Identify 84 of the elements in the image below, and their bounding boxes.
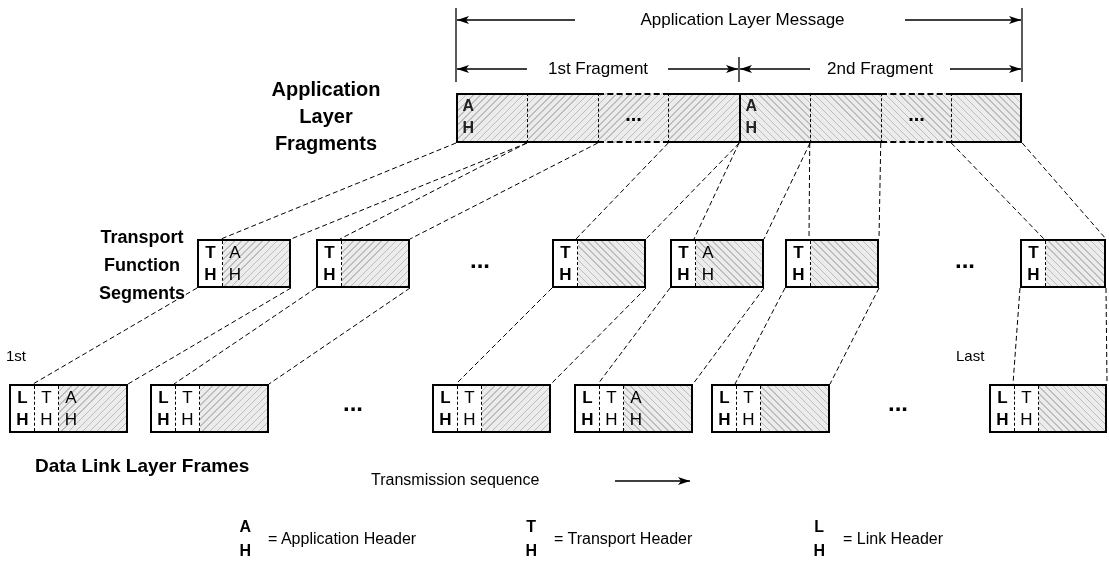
fragment-cell	[456, 93, 527, 143]
header-label: T H	[741, 386, 756, 431]
header-label: T H	[322, 241, 337, 286]
fragment-cell	[739, 93, 810, 143]
frame-box	[989, 384, 1107, 433]
projection-line	[692, 287, 765, 385]
legend-symbol: T H	[524, 517, 538, 561]
frame-box	[150, 384, 269, 433]
ellipsis-mark: ...	[907, 103, 926, 126]
fragment-cell	[880, 93, 952, 143]
projection-line	[575, 142, 669, 240]
segment-box	[670, 239, 764, 288]
header-label: T H	[1026, 241, 1041, 286]
row-title: Transport Function Segments	[98, 226, 186, 305]
header-label: T H	[462, 386, 477, 431]
projection-line	[409, 142, 599, 240]
frame-box	[9, 384, 128, 433]
fragment-cell	[809, 93, 881, 143]
projection-line	[32, 287, 198, 385]
projection-line	[268, 287, 411, 385]
dimension-label: 2nd Fragment	[826, 59, 934, 79]
row-title: Application Layer Fragments	[270, 77, 382, 156]
header-label: L H	[580, 386, 595, 431]
fragment-cell	[951, 93, 1023, 143]
fragment-cell	[526, 93, 598, 143]
frame-box	[711, 384, 830, 433]
header-label: T H	[39, 386, 54, 431]
projection-line	[550, 287, 647, 385]
header-label: T H	[558, 241, 573, 286]
legend-symbol: L H	[812, 517, 826, 561]
header-label: A H	[744, 96, 758, 138]
ellipsis-mark: ...	[887, 388, 909, 418]
header-label: T H	[203, 241, 218, 286]
ellipsis-mark: ...	[469, 245, 491, 275]
projection-line	[1021, 142, 1107, 240]
projection-line	[127, 287, 292, 385]
header-label: L H	[15, 386, 30, 431]
header-label: A H	[461, 96, 475, 138]
header-label: T H	[676, 241, 691, 286]
row-title: Data Link Layer Frames	[35, 454, 251, 478]
fragment-cell	[597, 93, 669, 143]
header-label: A H	[628, 386, 644, 431]
legend-text: = Transport Header	[554, 529, 694, 549]
order-label: Last	[956, 346, 986, 366]
header-label: L H	[156, 386, 171, 431]
header-label: A H	[63, 386, 79, 431]
direction-label: Transmission sequence	[371, 470, 541, 490]
segment-box	[197, 239, 291, 288]
ellipsis-mark: ...	[954, 245, 976, 275]
segment-box	[785, 239, 879, 288]
header-label: T H	[180, 386, 195, 431]
projection-line	[693, 142, 740, 240]
header-label: T H	[1019, 386, 1034, 431]
projection-line	[173, 287, 317, 385]
legend-symbol: A H	[238, 517, 252, 561]
ellipsis-mark: ...	[624, 103, 643, 126]
ellipsis-mark: ...	[342, 388, 364, 418]
segment-box	[552, 239, 646, 288]
projection-line	[950, 142, 1045, 240]
segment-box	[316, 239, 410, 288]
header-label: L H	[717, 386, 732, 431]
header-label: T H	[604, 386, 619, 431]
projection-line	[220, 142, 457, 240]
fragment-cell	[668, 93, 740, 143]
legend-text: = Link Header	[843, 529, 945, 549]
projection-line	[829, 287, 880, 385]
projection-line	[597, 287, 671, 385]
projection-line	[763, 142, 811, 240]
header-label: L H	[438, 386, 453, 431]
dimension-label: Application Layer Message	[639, 10, 846, 30]
header-label: L H	[995, 386, 1010, 431]
segment-box	[1020, 239, 1106, 288]
frame-box	[432, 384, 551, 433]
projection-line	[645, 142, 740, 240]
projection-line	[734, 287, 786, 385]
dimension-label: 1st Fragment	[546, 59, 650, 79]
legend-text: = Application Header	[268, 529, 418, 549]
header-label: A H	[227, 241, 243, 286]
header-label: T H	[791, 241, 806, 286]
order-label: 1st	[6, 346, 27, 366]
frame-box	[574, 384, 693, 433]
header-label: A H	[700, 241, 716, 286]
projection-line	[455, 287, 553, 385]
projection-line	[339, 142, 528, 240]
